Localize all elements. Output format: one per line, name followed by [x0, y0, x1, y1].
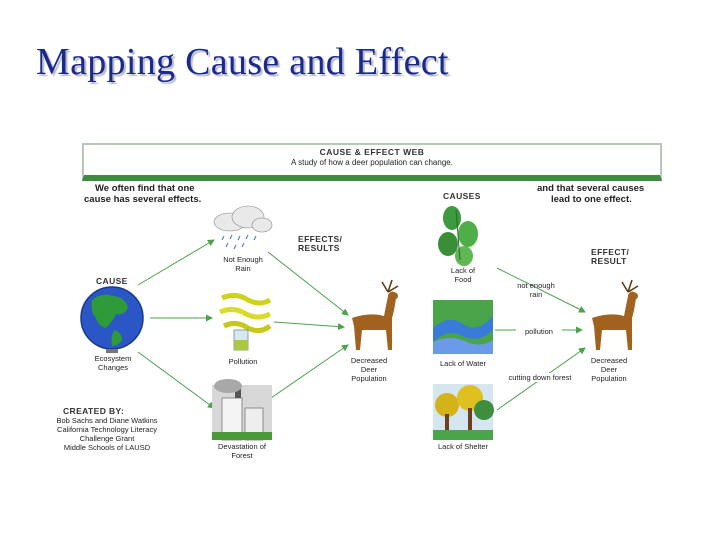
shelter-label: Lack of Shelter	[437, 442, 489, 451]
cause-heading: CAUSE	[96, 276, 128, 286]
water-label: Lack of Water	[440, 359, 486, 368]
arrow-pollution-to-deer	[273, 321, 345, 331]
effect-forest-line-1: Devastation of	[218, 442, 266, 451]
web-header: CAUSE & EFFECT WEB A study of how a deer…	[82, 143, 662, 181]
effects-heading-2: RESULTS	[298, 243, 340, 253]
left-intro-line-2: cause has several effects.	[84, 194, 202, 205]
arrow-pollution-label: pollution	[516, 327, 562, 336]
cause-label-line-1: Ecosystem	[94, 354, 132, 363]
cause-label-line-2: Changes	[97, 363, 129, 372]
left-arrows	[137, 239, 349, 409]
credits-line-3: Challenge Grant	[79, 434, 135, 443]
effect-pollution-label: Pollution	[228, 357, 258, 366]
deer-left-line-1: Decreased	[350, 356, 388, 365]
effect-heading-1: EFFECT/	[591, 247, 630, 257]
deer-right-line-1: Decreased	[590, 356, 628, 365]
effect-rain-label: Not Enough Rain	[212, 255, 274, 273]
arrow-rain-line-1: not enough	[517, 281, 555, 290]
food-line-1: Lack of	[450, 266, 476, 275]
deer-left-line-3: Population	[351, 374, 387, 383]
deer-left-line-2: Deer	[360, 365, 378, 374]
pollution-icon	[219, 292, 272, 351]
leaves-icon	[438, 206, 478, 266]
arrow-cause-to-forest	[137, 351, 215, 409]
credits-line-2: California Technology Literacy	[57, 425, 157, 434]
effect-forest-line-2: Forest	[231, 451, 253, 460]
factory-icon	[212, 379, 272, 441]
trees-icon	[433, 384, 494, 440]
deer-left-label: Decreased Deer Population	[338, 356, 400, 383]
credits-line-4: Middle Schools of LAUSD	[63, 443, 151, 452]
food-label: Lack of Food	[434, 266, 492, 284]
right-intro-line-2: lead to one effect.	[551, 194, 632, 205]
deer-right-label: Decreased Deer Population	[578, 356, 640, 383]
deer-icon	[352, 279, 399, 350]
credits-heading: CREATED BY:	[63, 406, 125, 416]
effects-heading-1: EFFECTS/	[298, 234, 343, 244]
deer-icon-right	[592, 279, 639, 350]
causes-heading: CAUSES	[443, 191, 481, 201]
slide-title: Mapping Cause and Effect	[36, 41, 449, 83]
river-icon	[433, 300, 493, 354]
arrow-forest-to-deer	[267, 344, 349, 401]
cause-label: Ecosystem Changes	[82, 354, 144, 372]
effect-heading-2: RESULT	[591, 256, 627, 266]
arrow-food-to-deer	[496, 267, 586, 313]
right-intro-line-1: and that several causes	[537, 183, 645, 194]
arrow-forest-label: cutting down forest	[500, 373, 580, 382]
arrow-rain-label: not enough rain	[508, 281, 564, 299]
web-header-subtitle: A study of how a deer population can cha…	[291, 158, 453, 167]
web-header-title: CAUSE & EFFECT WEB	[319, 147, 425, 157]
credits-block: Bob Sachs and Diane Watkins California T…	[40, 416, 174, 452]
deer-right-line-3: Population	[591, 374, 627, 383]
left-intro-line-1: We often find that one	[95, 183, 195, 194]
arrow-rain-line-2: rain	[529, 290, 543, 299]
food-line-2: Food	[454, 275, 472, 284]
globe-icon	[80, 286, 144, 353]
rain-cloud-icon	[213, 205, 273, 250]
effect-forest-label: Devastation of Forest	[205, 442, 279, 460]
arrow-rain-to-deer	[267, 251, 349, 316]
credits-line-1: Bob Sachs and Diane Watkins	[56, 416, 158, 425]
arrow-cause-to-rain	[137, 239, 215, 286]
effect-rain-line-2: Rain	[235, 264, 251, 273]
deer-right-line-2: Deer	[600, 365, 618, 374]
effect-rain-line-1: Not Enough	[223, 255, 263, 264]
